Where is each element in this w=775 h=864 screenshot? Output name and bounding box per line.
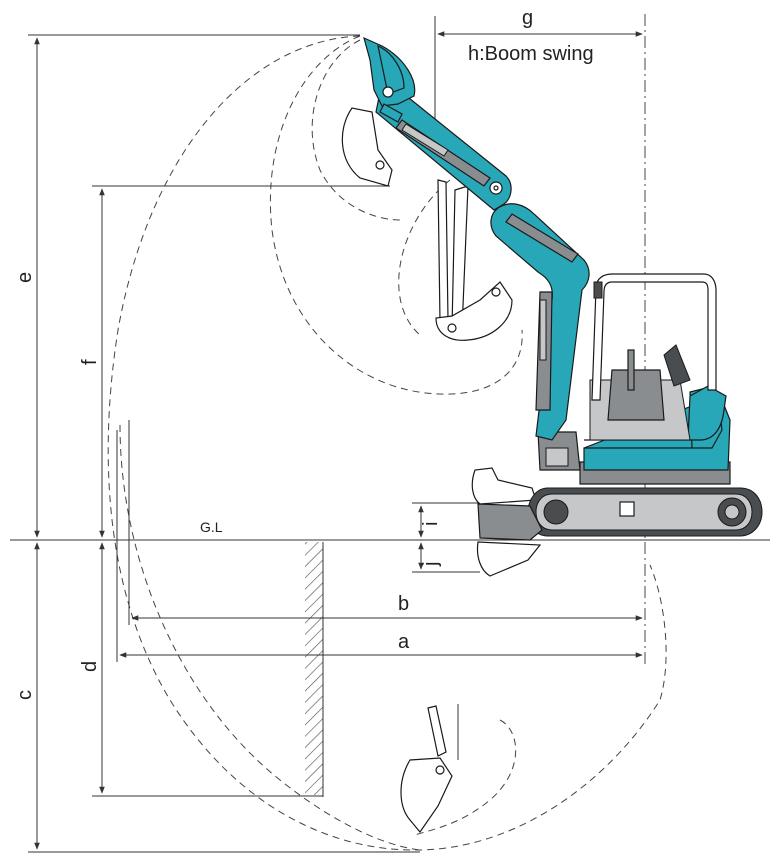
dim-e-label: e xyxy=(14,272,36,283)
dim-i-label: i xyxy=(420,522,442,526)
ghost-arm-mid xyxy=(437,179,469,331)
ground-line-label: G.L xyxy=(200,519,223,535)
dim-f-label: f xyxy=(79,359,101,365)
max-reach-envelope xyxy=(107,35,667,851)
ghost-bucket-low xyxy=(400,757,453,833)
blade-lowered xyxy=(476,541,542,577)
blade-raised xyxy=(471,467,537,505)
dim-b-label: b xyxy=(398,593,409,615)
boom xyxy=(490,203,590,441)
dim-d-label: d xyxy=(79,661,101,672)
rops-canopy xyxy=(591,273,717,401)
bucket-linkage xyxy=(379,103,403,123)
ghost-bucket-upper xyxy=(341,107,393,187)
bucket-arc-lower xyxy=(414,719,517,836)
trench-wall xyxy=(305,542,323,795)
inner-envelope xyxy=(269,35,523,395)
dim-g-label: g xyxy=(522,7,533,29)
dim-h-label: h:Boom swing xyxy=(468,43,594,65)
ghost-arm-low xyxy=(427,704,459,760)
dozer-blade xyxy=(477,503,543,541)
bucket-arc-mid xyxy=(398,179,451,336)
ghost-bucket-mid xyxy=(435,281,513,341)
idler-wheel xyxy=(543,499,569,525)
dim-c-label: c xyxy=(14,690,36,700)
excavator xyxy=(363,36,763,541)
boom-lift-cylinder xyxy=(505,213,579,263)
dim-a-label: a xyxy=(398,631,410,653)
digging-depth-arc xyxy=(119,424,421,851)
dim-j-label: j xyxy=(420,562,442,567)
bucket-arc-upper xyxy=(311,39,401,221)
